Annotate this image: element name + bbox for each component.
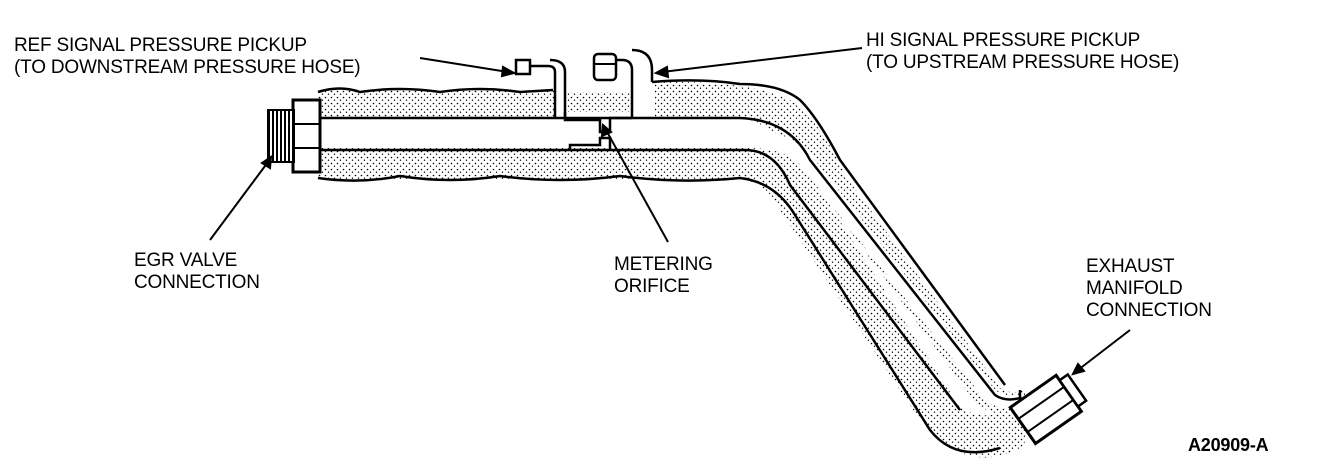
label-hi-signal-pickup: HI SIGNAL PRESSURE PICKUP (TO UPSTREAM P…: [866, 30, 1180, 73]
tube-inner-bore: [318, 116, 1022, 411]
egr-hex-nut: [291, 98, 322, 174]
exhaust-fitting: [1008, 372, 1088, 446]
ref-pickup-tube: [528, 64, 557, 118]
tube-outline-top: [317, 87, 554, 94]
ref-pickup-nipple: [514, 58, 532, 76]
metering-orifice: [563, 112, 632, 150]
tube-bottom-wall: [318, 151, 1025, 458]
leader-egr: [209, 161, 269, 241]
tube-bore: [318, 118, 1022, 408]
leader-metering: [605, 129, 669, 243]
label-egr-valve-connection: EGR VALVE CONNECTION: [134, 250, 260, 293]
tube-mid-wall: [565, 92, 632, 112]
tube-top-wall: [318, 90, 555, 118]
leader-exhaust: [1077, 329, 1131, 371]
label-ref-signal-pickup: REF SIGNAL PRESSURE PICKUP (TO DOWNSTREA…: [14, 35, 361, 78]
leader-ref: [419, 57, 509, 73]
tube-outline-right: [651, 79, 1007, 386]
figure-code: A20909-A: [1188, 435, 1269, 455]
label-exhaust-manifold-connection: EXHAUST MANIFOLD CONNECTION: [1086, 256, 1212, 321]
egr-thread: [267, 109, 295, 163]
leader-hi: [661, 47, 863, 73]
hi-pickup-tube: [612, 48, 654, 118]
leader-lines: [209, 47, 1131, 376]
label-metering-orifice: METERING ORIFICE: [614, 254, 713, 297]
tube-outline-bottom: [317, 174, 1001, 454]
hi-pickup-nipple: [592, 52, 618, 82]
